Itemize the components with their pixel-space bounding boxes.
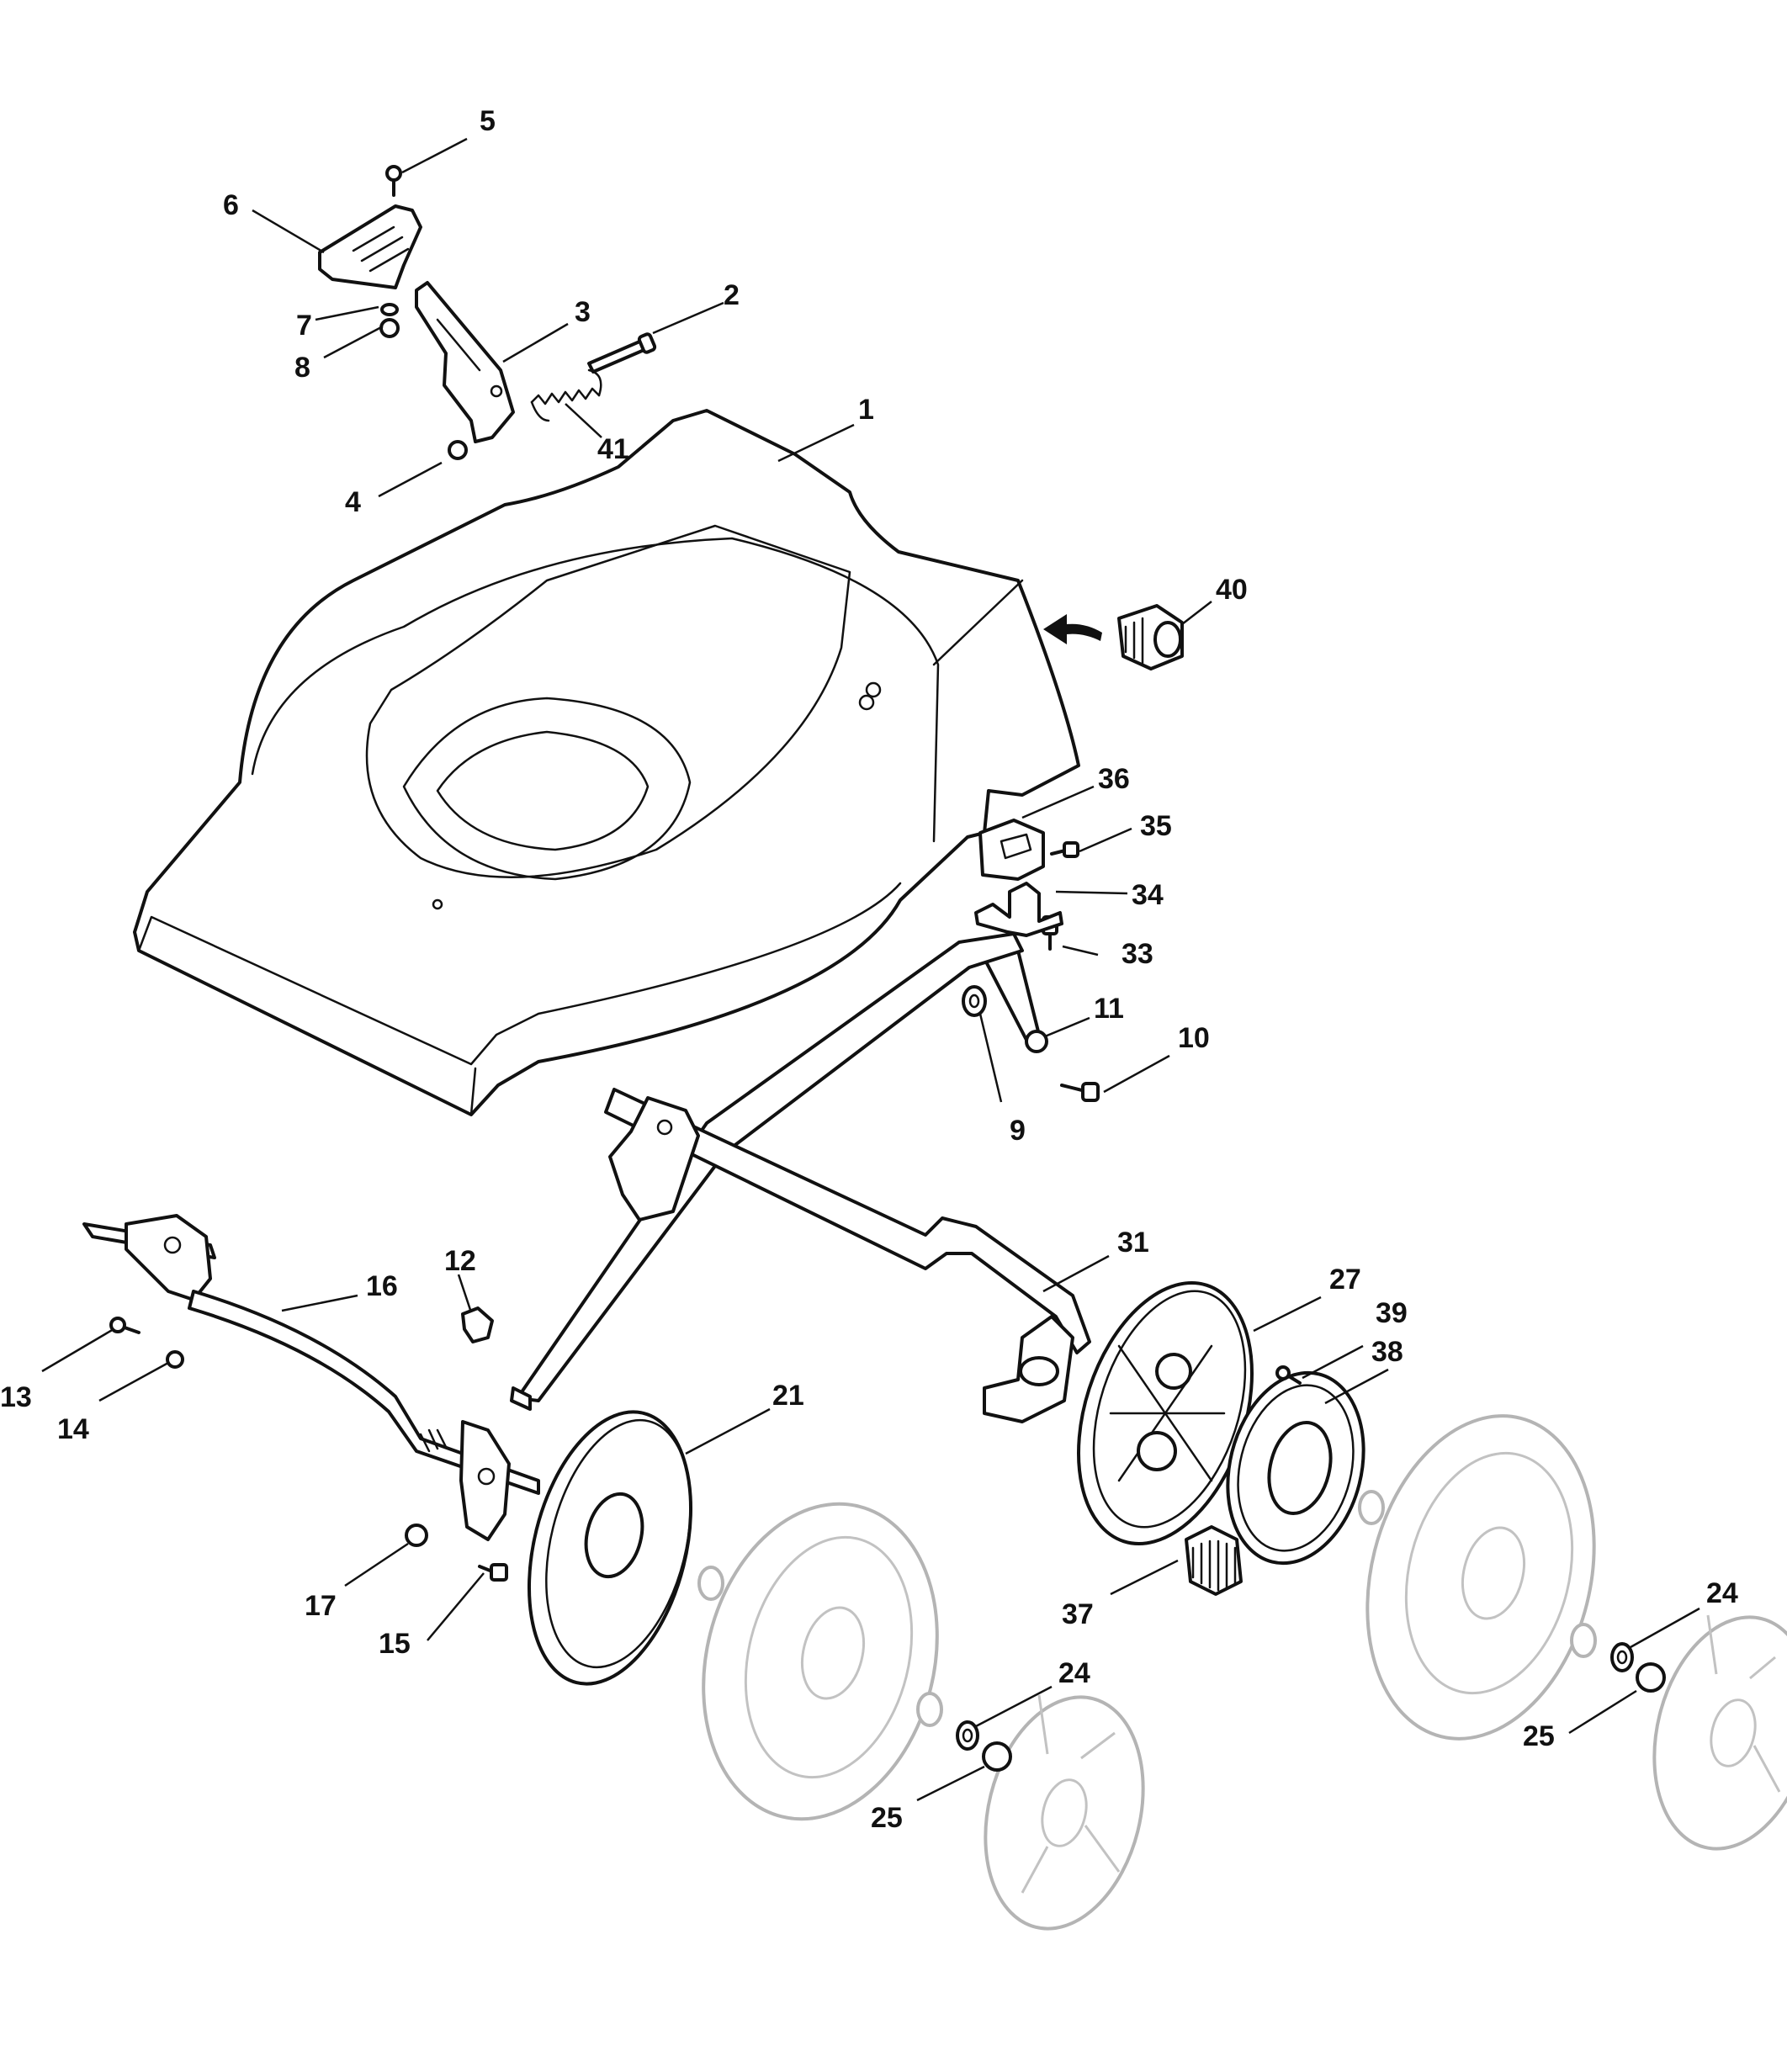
callout-35: 35 — [1140, 810, 1172, 842]
callout-17: 17 — [305, 1590, 337, 1622]
part-8-nut — [379, 318, 400, 338]
part-9-washer — [962, 985, 987, 1017]
callout-25-front: 25 — [871, 1802, 903, 1834]
front-wheel-bearing-ghost — [697, 1566, 943, 1727]
callout-4: 4 — [345, 486, 361, 518]
part-15-bolt — [478, 1563, 508, 1582]
callout-38: 38 — [1371, 1336, 1403, 1368]
part-7-washer — [380, 303, 399, 316]
part-16-front-axle — [82, 1214, 540, 1541]
callout-2: 2 — [724, 279, 740, 311]
rear-wheel-ghost — [1365, 1414, 1596, 1741]
part-6-knob-cover — [318, 204, 422, 289]
part-37-pinion-gear — [1185, 1525, 1243, 1596]
part-38-drive-gear — [1226, 1370, 1365, 1566]
callout-40: 40 — [1216, 574, 1248, 606]
callout-31: 31 — [1117, 1227, 1149, 1259]
leader-lines — [41, 137, 1700, 1802]
front-wheel-ghost — [702, 1502, 939, 1821]
callout-25-rear: 25 — [1523, 1720, 1555, 1752]
callout-12: 12 — [444, 1245, 476, 1277]
part-35-screw — [1050, 841, 1079, 858]
part-39-screw — [1275, 1365, 1302, 1385]
part-1-deck — [133, 409, 1080, 1116]
callout-3: 3 — [575, 296, 591, 328]
rear-hubcap-ghost — [1652, 1614, 1787, 1851]
callout-11: 11 — [1094, 993, 1124, 1025]
callout-21: 21 — [772, 1380, 804, 1412]
callout-14: 14 — [57, 1413, 89, 1445]
callout-41: 41 — [597, 433, 629, 465]
part-25-nut-front — [982, 1741, 1012, 1772]
part-17-nut — [405, 1524, 428, 1547]
callout-6: 6 — [223, 189, 239, 221]
part-24-washer-rear — [1610, 1642, 1634, 1672]
callout-34: 34 — [1132, 879, 1164, 911]
callout-24-front: 24 — [1058, 1657, 1090, 1689]
callout-9: 9 — [1010, 1115, 1026, 1147]
callout-33: 33 — [1122, 938, 1153, 970]
part-25-nut-rear — [1636, 1662, 1666, 1693]
callout-27: 27 — [1329, 1264, 1361, 1296]
callout-8: 8 — [294, 352, 310, 384]
part-12-clip — [461, 1306, 494, 1343]
part-24-washer-front — [956, 1720, 979, 1751]
part-10-bolt — [1060, 1082, 1100, 1102]
part-36-clamp-block — [978, 819, 1045, 881]
callout-10: 10 — [1178, 1022, 1210, 1054]
part-3-lever-bracket — [415, 281, 515, 443]
part-5-screw — [385, 165, 402, 197]
callout-24-rear: 24 — [1706, 1577, 1738, 1609]
part-41-spring — [530, 368, 602, 422]
callout-15: 15 — [379, 1628, 411, 1660]
front-hubcap-ghost — [984, 1694, 1145, 1931]
callout-labels: 1 2 3 4 5 6 7 8 9 10 11 12 13 14 15 16 1… — [0, 105, 1738, 1834]
callout-1: 1 — [858, 394, 874, 426]
callout-37: 37 — [1062, 1598, 1094, 1630]
part-14-nut — [166, 1350, 184, 1369]
callout-39: 39 — [1376, 1297, 1408, 1329]
part-13-screw — [109, 1317, 141, 1334]
part-21-front-hub-disc — [527, 1410, 693, 1686]
part-2-pin — [587, 332, 657, 374]
part-31-rear-axle — [510, 932, 1091, 1423]
part-34-bracket — [974, 882, 1063, 937]
callout-5: 5 — [480, 105, 496, 137]
part-4-nut — [448, 440, 468, 460]
callout-16: 16 — [366, 1270, 398, 1302]
part-40-gear — [1117, 604, 1184, 670]
callout-36: 36 — [1098, 763, 1130, 795]
rear-wheel-bearing-ghost — [1358, 1490, 1597, 1658]
callout-13: 13 — [0, 1381, 32, 1413]
callout-7: 7 — [296, 310, 312, 342]
insertion-arrow — [1043, 614, 1102, 644]
